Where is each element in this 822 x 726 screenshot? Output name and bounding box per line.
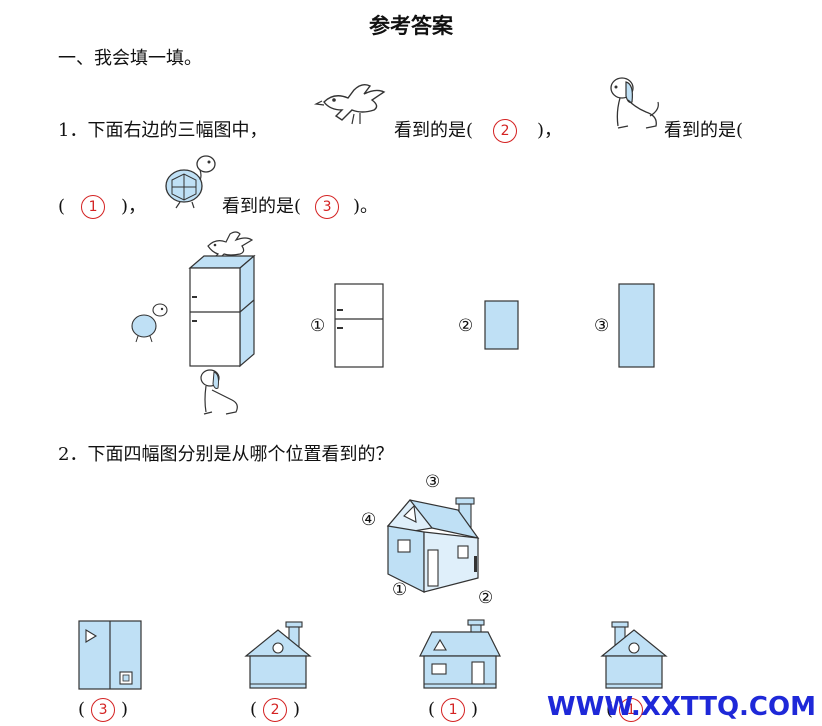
position-label-4: ④: [361, 510, 377, 530]
q1-prefix: 1．下面右边的三幅图中，: [58, 120, 268, 141]
watermark: WWW.XXTTQ.COM: [547, 692, 816, 722]
answer-turtle: 1: [81, 195, 106, 219]
turtle-icon: [131, 303, 168, 343]
q2-answer-3: (1): [428, 698, 479, 722]
option-1-label: ①: [310, 316, 326, 336]
option-1-fridge-front: [334, 283, 384, 368]
q2-answer-1: (3): [78, 698, 129, 722]
q1-seen-turtle: 看到的是(3)。: [222, 195, 379, 219]
dog-icon: [200, 369, 238, 415]
view-side-left: [244, 621, 312, 689]
answer-bird: 2: [493, 119, 518, 143]
option-3-fridge-side: [618, 283, 655, 368]
q1-seen-bird: 看到的是(2)，: [394, 119, 563, 143]
option-2-label: ②: [458, 316, 474, 336]
q1-line2-turtle-answer: (1)，: [58, 195, 147, 219]
position-label-3: ③: [425, 472, 441, 492]
q2-text: 2．下面四幅图分别是从哪个位置看到的？: [58, 444, 394, 465]
section-heading: 一、我会填一填。: [58, 48, 202, 69]
answer-dog: 3: [315, 195, 340, 219]
view-top: [78, 620, 142, 690]
turtle-icon: [165, 155, 216, 209]
fridge-3d-diagram: [131, 231, 256, 415]
house-3d-diagram: [386, 497, 480, 593]
q2-answer-4: (1: [606, 698, 649, 722]
q2-answer-2: (2): [250, 698, 301, 722]
option-3-label: ③: [594, 316, 610, 336]
bird-icon: [313, 83, 386, 125]
view-side-right: [600, 621, 668, 689]
position-label-1: ①: [392, 580, 408, 600]
option-2-fridge-top: [484, 300, 519, 350]
page-title: 参考答案: [369, 13, 453, 38]
position-label-2: ②: [478, 588, 494, 608]
view-front: [419, 619, 501, 689]
q1-seen-dog: 看到的是(: [664, 120, 744, 141]
dog-icon: [610, 77, 659, 129]
